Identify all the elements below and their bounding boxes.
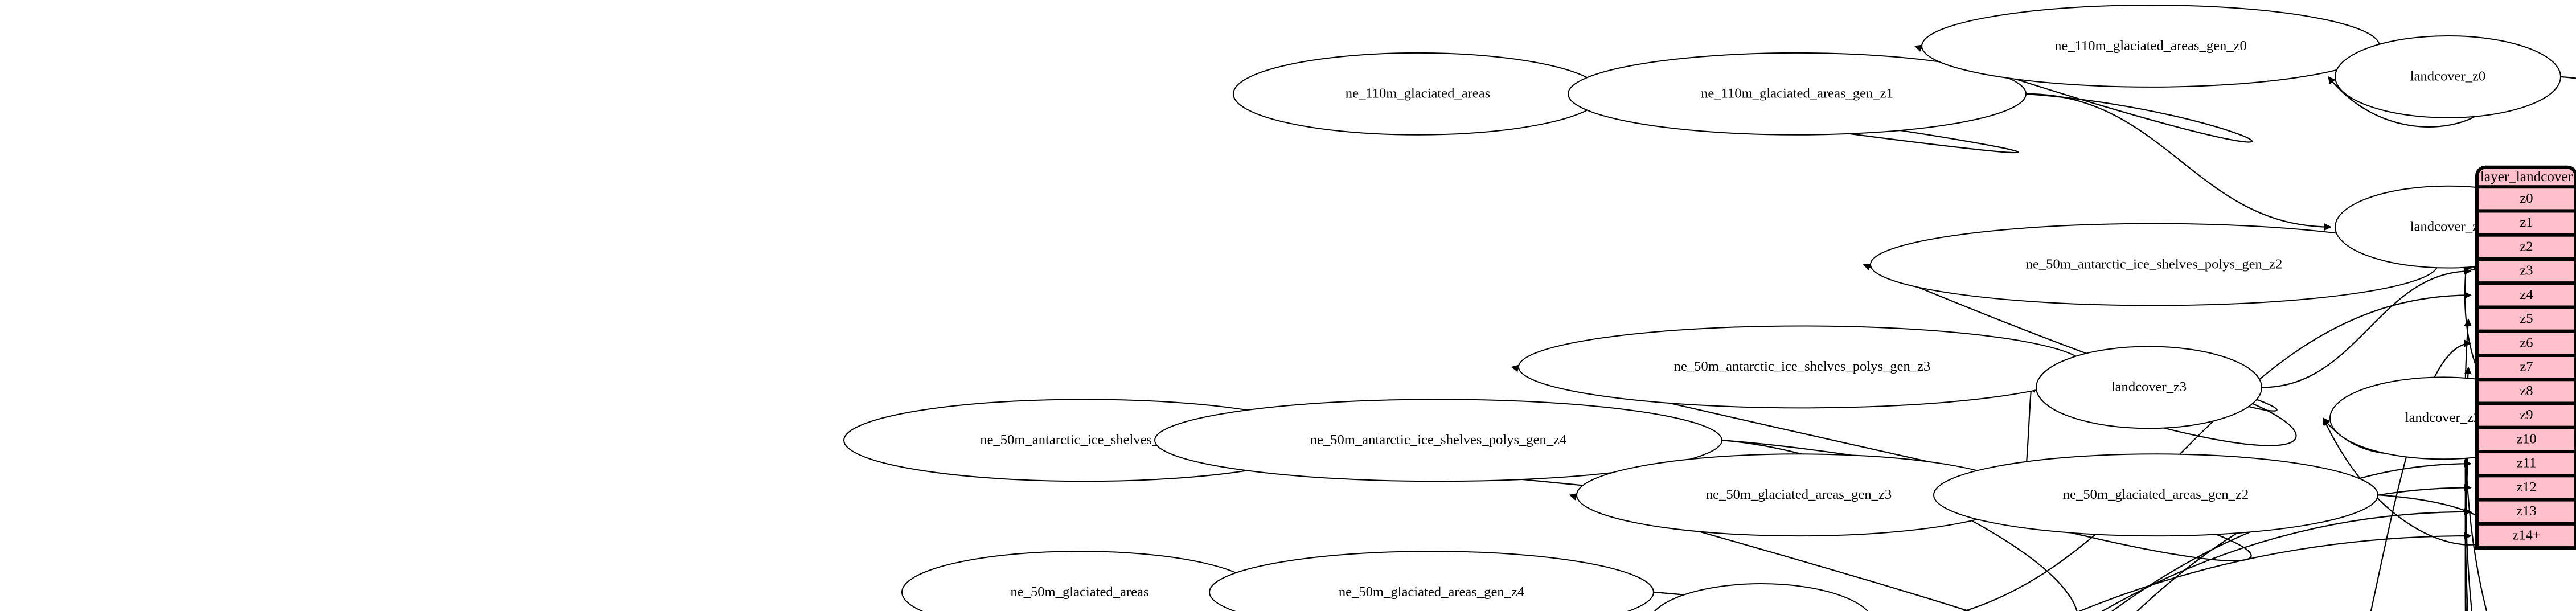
- graph-node[interactable]: ne_110m_glaciated_areas_gen_z1: [1568, 53, 2026, 135]
- table-row[interactable]: [2475, 185, 2576, 213]
- graph-node[interactable]: ne_110m_glaciated_areas_gen_z0: [1922, 5, 2380, 87]
- node-label: landcover_z2: [2405, 410, 2480, 425]
- node-label: landcover_z1: [2410, 219, 2485, 234]
- node-label: ne_50m_glaciated_areas_gen_z2: [2063, 487, 2249, 502]
- graph-edge: [2274, 332, 2474, 611]
- graph-node[interactable]: ne_50m_glaciated_areas: [902, 551, 1257, 611]
- graph-edge: [1913, 42, 2252, 142]
- graph-edge: [2026, 94, 2333, 239]
- table-row-label: z5: [2520, 311, 2533, 326]
- graph-edge: [2454, 244, 2576, 455]
- graph-node[interactable]: ne_50m_glaciated_areas_gen_z3: [1577, 454, 2021, 536]
- graph-node[interactable]: ne_50m_glaciated_areas_gen_z2: [1934, 454, 2378, 536]
- graph-edge: [2262, 260, 2474, 387]
- graph-node[interactable]: landcover_z0: [2335, 36, 2561, 118]
- graph-node[interactable]: ne_50m_glaciated_areas_gen_z4: [1209, 551, 1654, 611]
- graph-edge: [992, 476, 2474, 611]
- table-row-label: z9: [2520, 407, 2533, 423]
- node-label: ne_50m_antarctic_ice_shelves_polys_gen_z…: [1674, 359, 1931, 374]
- table-row-label: z14+: [2512, 528, 2540, 543]
- table-header: layer_landcover: [2480, 169, 2573, 184]
- node-label: ne_50m_antarctic_ice_shelves_polys_gen_z…: [1310, 432, 1567, 448]
- table-row[interactable]: [2475, 474, 2576, 502]
- graph-edge: [2455, 317, 2576, 611]
- table-row-label: z6: [2520, 335, 2533, 350]
- graph-edge: [767, 500, 2474, 611]
- graph-node[interactable]: landcover_z4: [1648, 584, 1874, 611]
- table-row-label: z11: [2517, 456, 2537, 471]
- graph-node[interactable]: ne_50m_antarctic_ice_shelves_polys_gen_z…: [1519, 326, 2086, 408]
- graph-node[interactable]: landcover_z3: [2036, 346, 2262, 428]
- node-label: ne_50m_glaciated_areas_gen_z3: [1706, 487, 1892, 502]
- graph-node[interactable]: ne_110m_glaciated_areas: [1233, 53, 1602, 135]
- node-label: ne_50m_glaciated_areas: [1010, 584, 1148, 600]
- node-ellipse: [1648, 584, 1874, 611]
- node-label: ne_50m_antarctic_ice_shelves_polys_gen_z…: [2026, 256, 2283, 272]
- node-label: ne_50m_glaciated_areas_gen_z4: [1339, 584, 1524, 600]
- table-row-label: z7: [2520, 359, 2533, 375]
- table-row-label: z10: [2516, 431, 2537, 446]
- node-ellipse: [902, 551, 1257, 611]
- node-label: ne_110m_glaciated_areas_gen_z0: [2054, 38, 2247, 54]
- table-row-label: z2: [2520, 239, 2533, 254]
- table-row-label: z12: [2516, 479, 2537, 495]
- node-ellipse: [2036, 346, 2262, 428]
- node-ellipse: [1934, 454, 2378, 536]
- node-ellipse: [2335, 36, 2561, 118]
- table-row[interactable]: [2475, 305, 2576, 333]
- table-row-label: z13: [2516, 503, 2537, 519]
- node-ellipse: [1568, 53, 2026, 135]
- table-row[interactable]: [2475, 209, 2576, 237]
- node-label: landcover_z0: [2410, 69, 2485, 84]
- table-row-label: z4: [2520, 287, 2533, 302]
- table-row[interactable]: [2475, 522, 2576, 550]
- nodes-layer: imposm3osm_landcover_polygonsimplify_vw_…: [0, 5, 2576, 611]
- node-label: ne_110m_glaciated_areas: [1346, 86, 1490, 101]
- table-row-label: z3: [2520, 263, 2533, 278]
- node-label: landcover_z3: [2111, 379, 2187, 395]
- table-row-label: z0: [2520, 191, 2533, 206]
- table-row-label: z8: [2520, 383, 2533, 399]
- node-label: ne_110m_glaciated_areas_gen_z1: [1701, 86, 1893, 101]
- table-row-label: z1: [2520, 215, 2533, 230]
- layer-landcover-table: layer_landcover z0 z1 z2 z3 z4 z5 z6 z7 z8 z9 z10 z1…: [2475, 165, 2576, 550]
- node-ellipse: [1209, 551, 1654, 611]
- node-ellipse: [1155, 399, 1722, 481]
- graph-node[interactable]: ne_50m_antarctic_ice_shelves_polys_gen_z…: [1155, 399, 1722, 481]
